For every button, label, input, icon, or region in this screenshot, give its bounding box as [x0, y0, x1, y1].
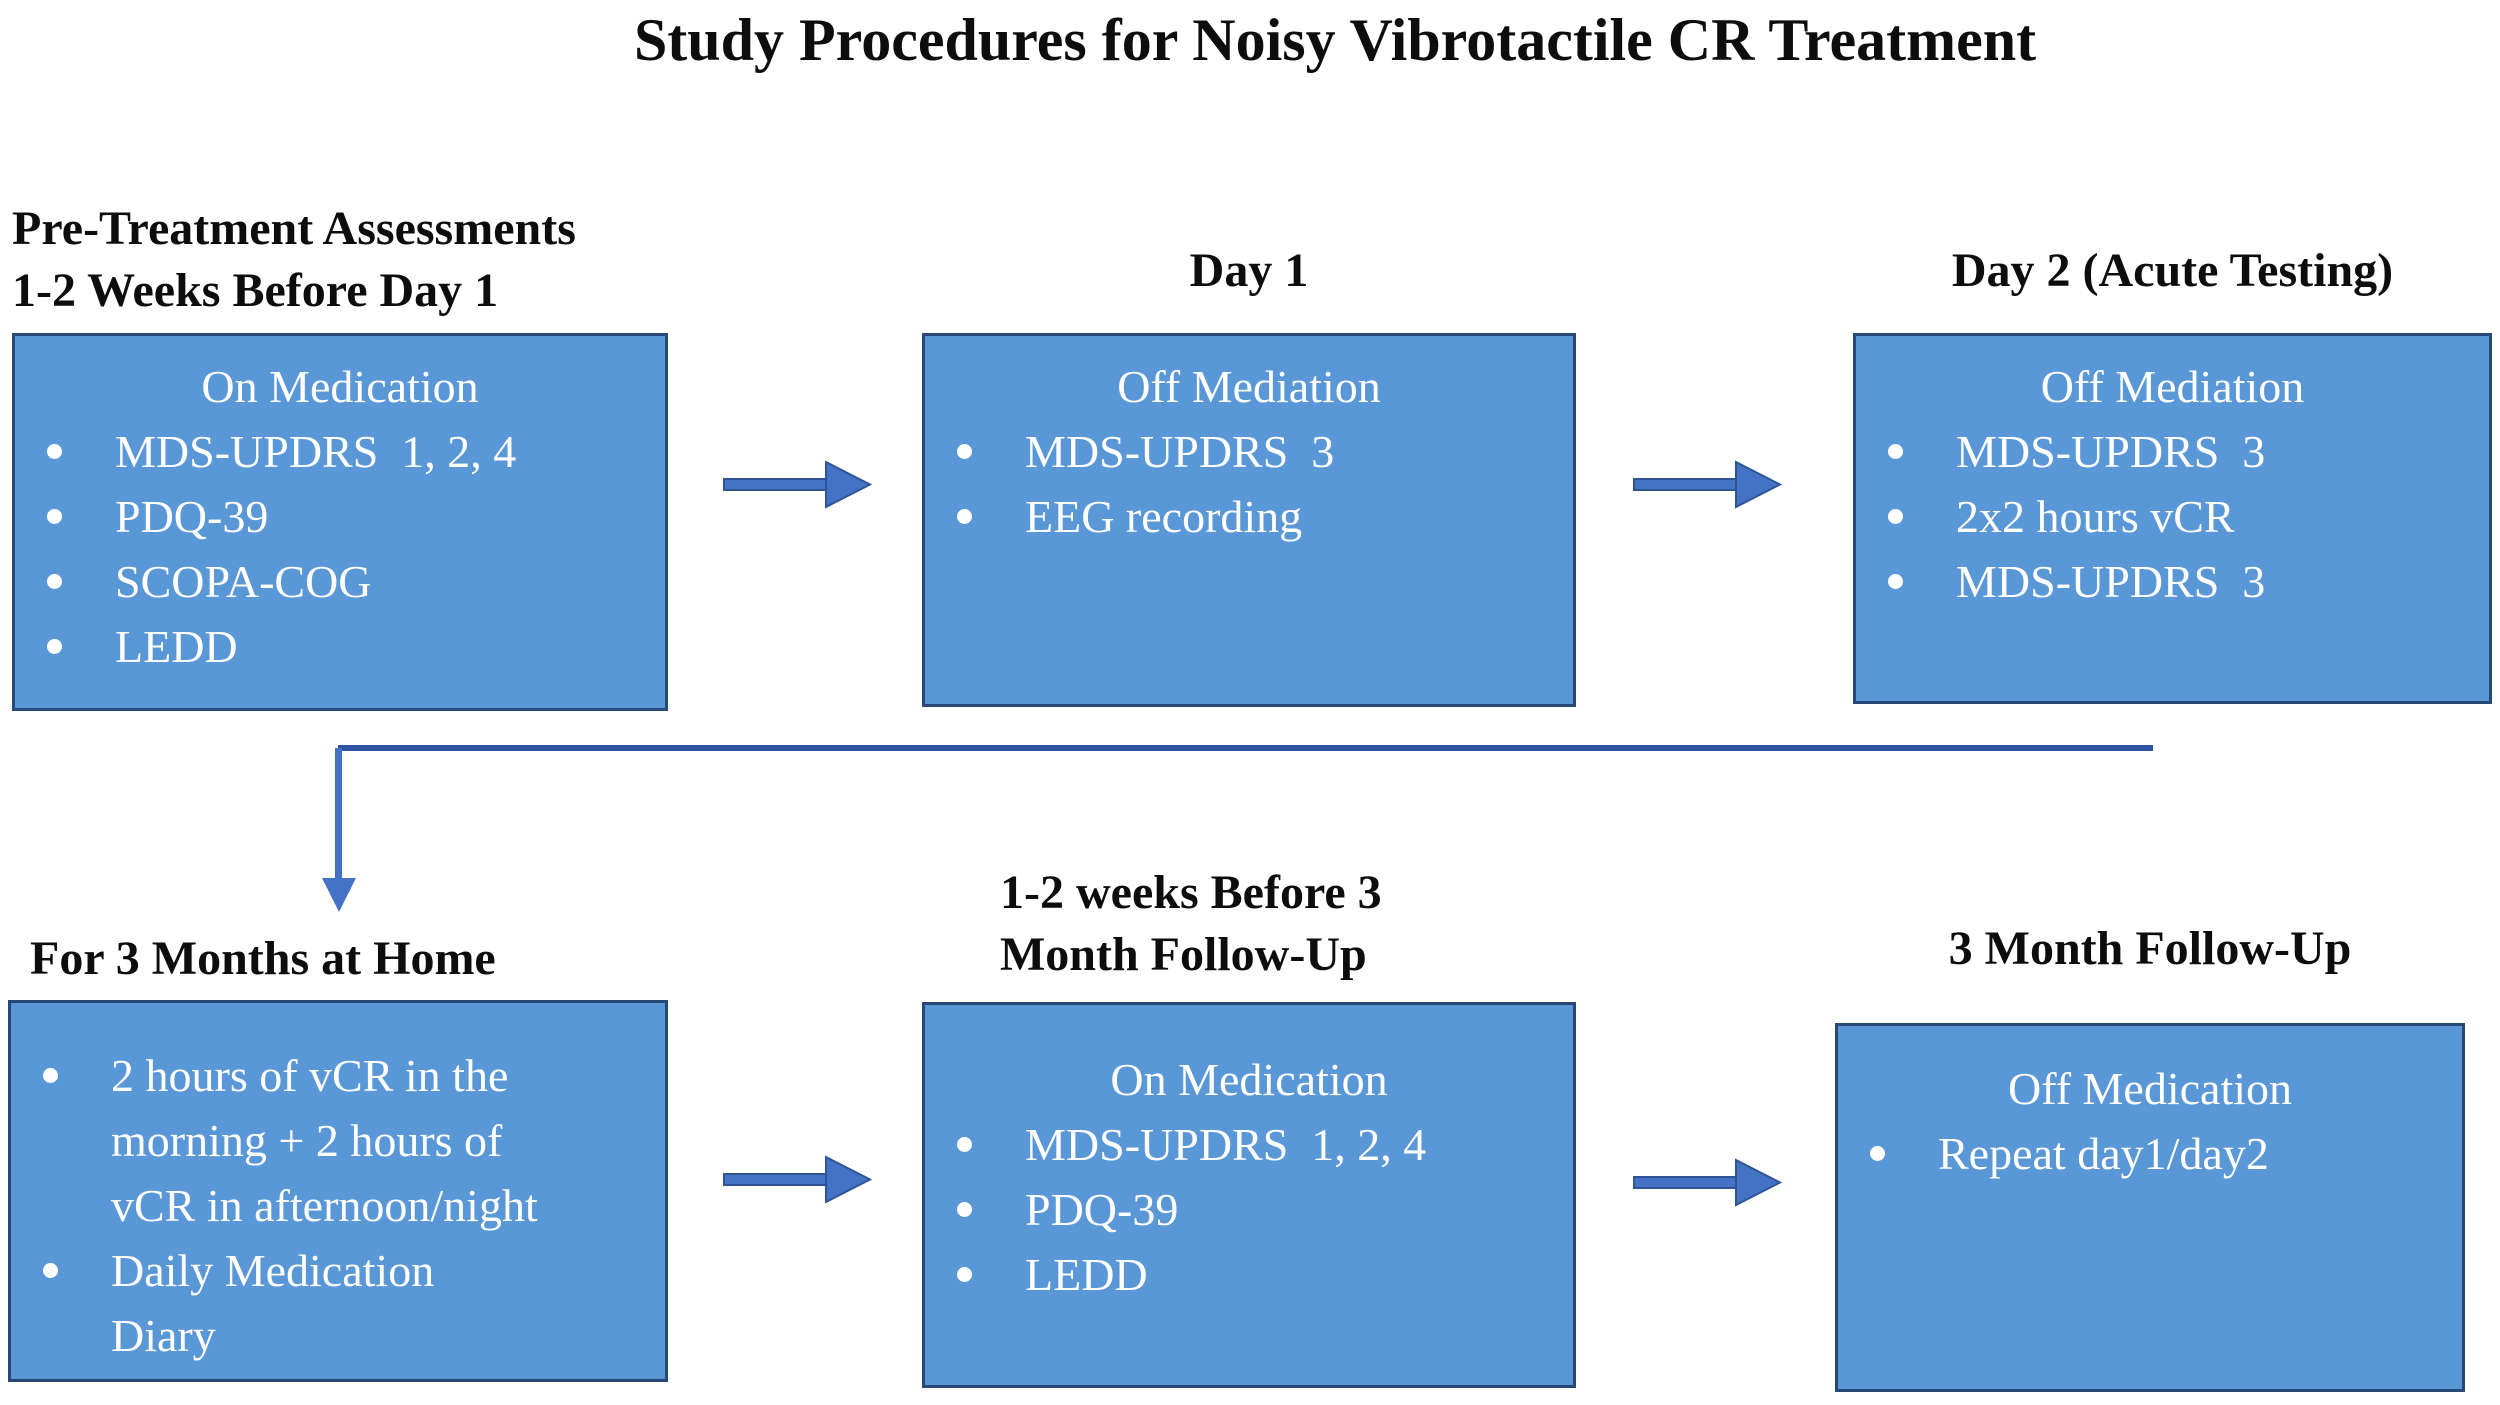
home-header: For 3 Months at Home: [30, 932, 496, 985]
list-item: 2 hours of vCR in the morning + 2 hours …: [11, 1043, 665, 1238]
before-followup-header-line2: Month Follow-Up: [1000, 928, 1367, 981]
day2-box: Off Mediation MDS-UPDRS 3 2x2 hours vCR …: [1853, 333, 2492, 704]
followup-box: Off Medication Repeat day1/day2: [1835, 1023, 2465, 1392]
before-followup-list: MDS-UPDRS 1, 2, 4 PDQ-39 LEDD: [925, 1112, 1573, 1307]
followup-box-heading: Off Medication: [2007, 1063, 2293, 1114]
pre-treatment-header: Pre-Treatment Assessments 1-2 Weeks Befo…: [12, 198, 576, 322]
pre-treatment-list: MDS-UPDRS 1, 2, 4 PDQ-39 SCOPA-COG LEDD: [15, 419, 665, 679]
followup-header: 3 Month Follow-Up: [1948, 922, 2352, 975]
day1-header: Day 1: [1189, 244, 1309, 297]
list-item: 2x2 hours vCR: [1856, 484, 2489, 549]
arrow-right-icon: [1633, 460, 1783, 509]
pre-treatment-header-line1: Pre-Treatment Assessments: [12, 202, 576, 255]
list-item: SCOPA-COG: [15, 549, 665, 614]
day1-list: MDS-UPDRS 3 EEG recording: [925, 419, 1573, 549]
list-item: Daily Medication Diary: [11, 1238, 665, 1368]
arrow-down-icon: [322, 878, 356, 912]
list-item: MDS-UPDRS 3: [1856, 549, 2489, 614]
arrow-right-icon: [1633, 1158, 1783, 1207]
before-followup-box: On Medication MDS-UPDRS 1, 2, 4 PDQ-39 L…: [922, 1002, 1576, 1388]
connector-horizontal-line: [338, 745, 2153, 751]
day1-box-heading: Off Mediation: [1117, 361, 1381, 412]
list-item: MDS-UPDRS 3: [1856, 419, 2489, 484]
arrow-right-icon: [723, 460, 873, 509]
list-item: PDQ-39: [925, 1177, 1573, 1242]
connector-vertical-line: [335, 748, 342, 880]
arrow-right-icon: [723, 1155, 873, 1204]
list-item: EEG recording: [925, 484, 1573, 549]
before-followup-box-heading: On Medication: [1110, 1054, 1388, 1105]
day2-box-heading: Off Mediation: [2040, 361, 2305, 412]
list-item: LEDD: [925, 1242, 1573, 1307]
day2-header: Day 2 (Acute Testing): [1951, 244, 2394, 297]
list-item: PDQ-39: [15, 484, 665, 549]
before-followup-header: 1-2 weeks Before 3 Month Follow-Up: [1000, 862, 1382, 986]
list-item: MDS-UPDRS 1, 2, 4: [925, 1112, 1573, 1177]
pre-treatment-header-line2: 1-2 Weeks Before Day 1: [12, 264, 499, 317]
list-item: MDS-UPDRS 1, 2, 4: [15, 419, 665, 484]
before-followup-header-line1: 1-2 weeks Before 3: [1000, 866, 1382, 919]
home-list: 2 hours of vCR in the morning + 2 hours …: [11, 1043, 665, 1368]
followup-list: Repeat day1/day2: [1838, 1121, 2462, 1186]
list-item: LEDD: [15, 614, 665, 679]
list-item: MDS-UPDRS 3: [925, 419, 1573, 484]
home-box: 2 hours of vCR in the morning + 2 hours …: [8, 1000, 668, 1382]
day1-box: Off Mediation MDS-UPDRS 3 EEG recording: [922, 333, 1576, 707]
diagram-title: Study Procedures for Noisy Vibrotactile …: [633, 7, 2037, 73]
pre-treatment-box: On Medication MDS-UPDRS 1, 2, 4 PDQ-39 S…: [12, 333, 668, 711]
list-item: Repeat day1/day2: [1838, 1121, 2462, 1186]
day2-list: MDS-UPDRS 3 2x2 hours vCR MDS-UPDRS 3: [1856, 419, 2489, 614]
pre-treatment-box-heading: On Medication: [201, 361, 479, 412]
